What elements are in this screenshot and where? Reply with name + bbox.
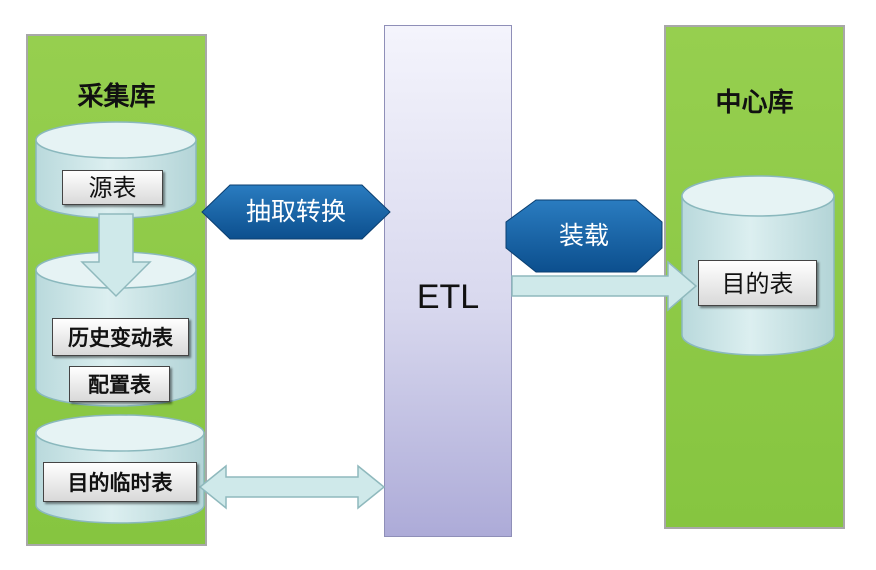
load-arrow <box>511 260 698 312</box>
down-arrow <box>80 213 152 298</box>
bidirectional-arrow <box>198 464 386 510</box>
target-table-label: 目的表 <box>698 260 817 306</box>
etl-bar: ETL <box>384 25 512 537</box>
center-db-title: 中心库 <box>715 88 794 118</box>
extract-step-shape <box>201 184 391 240</box>
extract-step-label: 抽取转换 <box>245 197 346 226</box>
history-table-label: 历史变动表 <box>52 318 189 356</box>
target-temp-table-label: 目的临时表 <box>43 462 197 502</box>
source-db-title: 采集库 <box>77 82 156 112</box>
config-table-label: 配置表 <box>69 366 170 402</box>
etl-label: ETL <box>416 278 480 316</box>
load-step-label: 装载 <box>558 221 609 250</box>
source-table-label: 源表 <box>62 170 163 205</box>
load-step-shape <box>505 199 663 273</box>
